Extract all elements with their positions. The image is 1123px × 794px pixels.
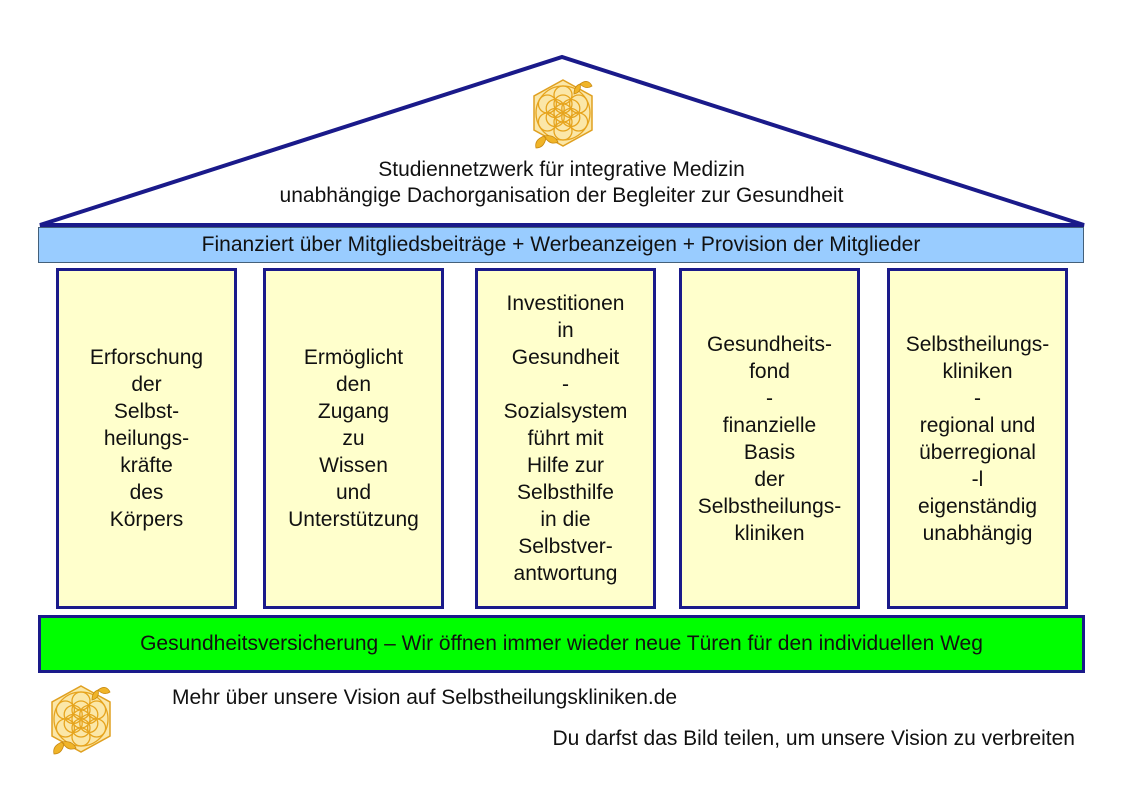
pillar-line: führt mit — [527, 427, 604, 450]
pillar-line: kräfte — [120, 454, 173, 477]
pillar-line: Körpers — [109, 508, 184, 531]
pillar-text: Ermöglicht den Zugang zu Wissen und Unte… — [266, 344, 441, 533]
pillar-line: Selbst- — [113, 400, 180, 423]
pillar-line: überregional — [919, 440, 1036, 464]
roof-title: Studiennetzwerk für integrative Medizin … — [200, 157, 923, 209]
pillar-line: Unterstützung — [288, 508, 419, 531]
pillar-line: Selbstheilungs- — [905, 332, 1050, 356]
pillar-line: zu — [342, 427, 365, 450]
pillar-line: Selbsthilfe — [517, 481, 614, 504]
pillar-line: des — [129, 481, 164, 504]
pillar-text: Gesundheits- fond - finanzielle Basis de… — [682, 331, 857, 547]
vision-link-text: Mehr über unsere Vision auf Selbstheilun… — [172, 686, 678, 709]
pillar-line: in die — [540, 508, 591, 531]
pillar-line: Selbstver- — [518, 535, 613, 558]
pillar-line: Hilfe zur — [526, 454, 605, 477]
pillar-line: Zugang — [317, 400, 390, 423]
pillar-line: der — [131, 373, 162, 396]
pillar-line: der — [754, 467, 785, 491]
insurance-base-label: Gesundheitsversicherung – Wir öffnen imm… — [140, 632, 983, 655]
pillar-line: fond — [749, 359, 790, 383]
pillar-line: - — [562, 373, 569, 396]
pillar-line: Ermöglicht — [303, 346, 404, 369]
pillar-line: unabhängig — [922, 521, 1033, 545]
pillar-line: -l — [971, 467, 984, 491]
pillar-line: Wissen — [319, 454, 388, 477]
pillar-line: Sozialsystem — [503, 400, 628, 423]
pillar-line: antwortung — [513, 562, 618, 585]
pillar-text: Investitionen in Gesundheit - Sozialsyst… — [478, 290, 653, 587]
pillar-research: Erforschung der Selbst- heilungs- kräfte… — [56, 268, 237, 609]
pillar-text: Selbstheilungs- kliniken - regional und … — [890, 331, 1065, 547]
roof-title-line2: unabhängige Dachorganisation der Begleit… — [279, 184, 844, 207]
pillar-line: - — [766, 386, 773, 410]
pillar-line: Selbstheilungs- — [697, 494, 842, 518]
pillar-access: Ermöglicht den Zugang zu Wissen und Unte… — [263, 268, 444, 609]
pillar-line: Investitionen — [506, 292, 625, 315]
pillar-line: in — [557, 319, 574, 342]
pillar-line: eigenständig — [917, 494, 1038, 518]
pillar-line: den — [335, 373, 372, 396]
pillar-health-fund: Gesundheits- fond - finanzielle Basis de… — [679, 268, 860, 609]
pillar-line: finanzielle — [722, 413, 817, 437]
pillar-line: Gesundheits- — [707, 332, 832, 356]
pillar-investment: Investitionen in Gesundheit - Sozialsyst… — [475, 268, 656, 609]
pillar-clinics: Selbstheilungs- kliniken - regional und … — [887, 268, 1068, 609]
insurance-base: Gesundheitsversicherung – Wir öffnen imm… — [38, 615, 1085, 673]
pillar-line: kliniken — [734, 521, 805, 545]
pillar-line: Gesundheit — [511, 346, 620, 369]
pillar-line: regional und — [919, 413, 1036, 437]
funding-beam: Finanziert über Mitgliedsbeiträge + Werb… — [38, 227, 1084, 263]
roof-title-line1: Studiennetzwerk für integrative Medizin — [378, 158, 745, 181]
pillar-text: Erforschung der Selbst- heilungs- kräfte… — [59, 344, 234, 533]
pillar-line: heilungs- — [103, 427, 190, 450]
flower-of-life-butterfly-icon — [533, 79, 593, 149]
pillar-line: Basis — [743, 440, 796, 464]
flower-of-life-butterfly-icon — [51, 685, 111, 755]
pillar-line: und — [335, 481, 372, 504]
share-note-text: Du darfst das Bild teilen, um unsere Vis… — [552, 727, 1075, 750]
pillar-line: kliniken — [942, 359, 1013, 383]
pillar-line: Erforschung — [89, 346, 204, 369]
pillar-line: - — [974, 386, 981, 410]
funding-beam-label: Finanziert über Mitgliedsbeiträge + Werb… — [201, 233, 921, 256]
